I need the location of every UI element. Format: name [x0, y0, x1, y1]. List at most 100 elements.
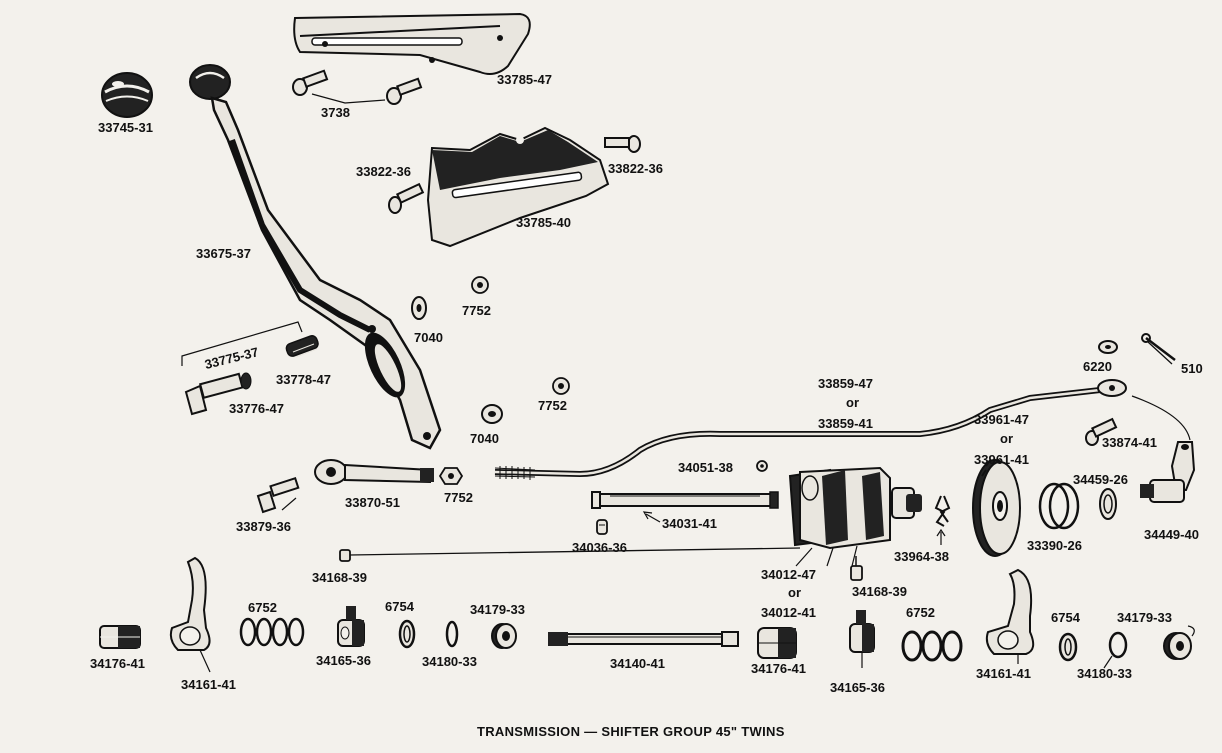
label-33961-47: 33961-47	[974, 412, 1029, 427]
label-33822-36-left: 33822-36	[356, 164, 411, 179]
collar-34165-36-left-part	[337, 606, 365, 647]
washer-7040-upper-part	[411, 296, 427, 320]
shifter-gate-lower-part	[426, 126, 610, 248]
leader-34031-41	[645, 513, 661, 523]
label-34179-33-right: 34179-33	[1117, 610, 1172, 625]
label-6754-left: 6754	[385, 599, 415, 614]
label-33776-47: 33776-47	[229, 401, 284, 416]
label-33390-26: 33390-26	[1027, 538, 1082, 553]
label-33745-31: 33745-31	[98, 120, 153, 135]
arrow-33964-38	[936, 528, 946, 537]
spacer-6754-left-part	[398, 619, 416, 649]
nut-7752-middle-part	[552, 377, 570, 395]
washers-6752-right-part	[901, 630, 963, 662]
shifter-lever-part	[189, 64, 442, 450]
label-33785-47: 33785-47	[497, 72, 552, 87]
label-34161-41-right: 34161-41	[976, 666, 1031, 681]
label-34012-47: 34012-47	[761, 567, 816, 582]
label-7752-upper: 7752	[462, 303, 491, 318]
screw-3738-part	[292, 69, 423, 105]
bracket-33775-37	[181, 321, 303, 366]
washers-6752-left-part	[239, 617, 305, 647]
arrow-34031-41	[642, 511, 653, 520]
nut-34179-33-left-part	[491, 623, 517, 649]
screw-33822-36-left-part	[388, 182, 425, 214]
label-6752-left: 6752	[248, 600, 277, 615]
sleeve-34176-41-right-part	[757, 627, 797, 659]
label-or-2: or	[1000, 431, 1013, 446]
shifter-arm-part	[1140, 441, 1196, 503]
label-33785-40: 33785-40	[516, 215, 571, 230]
bolt-33874-41-part	[1085, 417, 1118, 446]
spacer-6754-right-part	[1058, 632, 1078, 662]
plunger-34036-36-part	[596, 519, 608, 535]
label-34165-36-left: 34165-36	[316, 653, 371, 668]
label-34176-41-left: 34176-41	[90, 656, 145, 671]
bolt-33879-36-part	[256, 476, 300, 514]
nut-7752-lower-part	[438, 467, 464, 485]
label-or-3: or	[788, 585, 801, 600]
spring-34168-39-right-part	[850, 556, 863, 581]
clip-34180-33-right-part	[1103, 631, 1128, 669]
label-33964-38: 33964-38	[894, 549, 949, 564]
label-34449-40: 34449-40	[1144, 527, 1199, 542]
label-33879-36: 33879-36	[236, 519, 291, 534]
shifter-fork-34161-41-left-part	[169, 556, 211, 673]
label-33961-41: 33961-41	[974, 452, 1029, 467]
cotter-pin-510-part	[1141, 333, 1176, 365]
shifter-cam-part	[972, 459, 1021, 557]
washer-6220-part	[1098, 340, 1118, 354]
label-33775-37: 33775-37	[203, 344, 260, 372]
shift-knob-part	[101, 72, 153, 118]
label-34179-33-left: 34179-33	[470, 602, 525, 617]
ball-34051-38-part	[756, 460, 768, 472]
label-34180-33-left: 34180-33	[422, 654, 477, 669]
label-7752-lower: 7752	[444, 490, 473, 505]
collar-34165-36-right-part	[849, 610, 875, 668]
label-7040-lower: 7040	[470, 431, 499, 446]
sleeve-34176-41-left-part	[99, 625, 141, 649]
label-6220: 6220	[1083, 359, 1112, 374]
label-34176-41-right: 34176-41	[751, 661, 806, 676]
spring-34168-39-left-part	[339, 547, 801, 562]
label-33859-47: 33859-47	[818, 376, 873, 391]
screw-33822-36-right-part	[604, 135, 641, 153]
washer-34459-26-part	[1099, 488, 1117, 520]
leaders-34012	[795, 545, 858, 567]
nut-34179-33-right-part	[1163, 625, 1195, 660]
o-ring-33390-26-part	[1038, 482, 1080, 530]
spring-clip-33964-38-part	[934, 495, 951, 527]
label-33874-41: 33874-41	[1102, 435, 1157, 450]
pin-33778-47-part	[285, 335, 319, 358]
label-34051-38: 34051-38	[678, 460, 733, 475]
label-33822-36-right: 33822-36	[608, 161, 663, 176]
label-34459-26: 34459-26	[1073, 472, 1128, 487]
label-or-1: or	[846, 395, 859, 410]
label-33870-51: 33870-51	[345, 495, 400, 510]
label-34168-39-right: 34168-39	[852, 584, 907, 599]
rod-33870-51-part	[314, 459, 434, 485]
label-6752-right: 6752	[906, 605, 935, 620]
label-7752-middle: 7752	[538, 398, 567, 413]
label-34168-39-left: 34168-39	[312, 570, 367, 585]
label-34161-41-left: 34161-41	[181, 677, 236, 692]
nut-7752-upper-part	[471, 276, 489, 294]
shifter-fork-34161-41-right-part	[985, 568, 1035, 664]
washer-7040-lower-part	[481, 404, 503, 424]
label-7040-upper: 7040	[414, 330, 443, 345]
clip-34180-33-left-part	[445, 620, 459, 648]
label-510: 510	[1181, 361, 1203, 376]
shaft-34140-41-part	[548, 631, 739, 647]
label-34012-41: 34012-41	[761, 605, 816, 620]
label-33859-41: 33859-41	[818, 416, 873, 431]
shifter-gate-upper-part	[293, 12, 531, 75]
shifter-body-part	[788, 466, 922, 550]
label-34140-41: 34140-41	[610, 656, 665, 671]
label-34036-36: 34036-36	[572, 540, 627, 555]
label-34031-41: 34031-41	[662, 516, 717, 531]
bolt-33776-47-part	[184, 372, 252, 416]
shaft-34031-41-part	[591, 491, 779, 509]
label-33675-37: 33675-37	[196, 246, 251, 261]
shifter-rod-part	[494, 379, 1127, 480]
